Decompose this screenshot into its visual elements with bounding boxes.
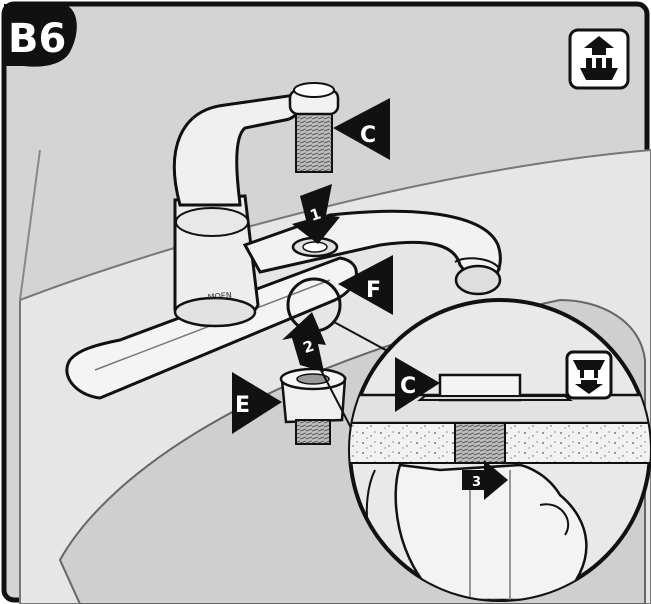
- mounting-nut: [279, 367, 347, 445]
- mounting-hole: [291, 236, 339, 258]
- below-counter-icon: [565, 350, 613, 400]
- callout-e-label: E: [235, 393, 250, 418]
- callout-e: E: [232, 372, 282, 434]
- callout-c-top-label: C: [360, 123, 376, 148]
- callout-f-label: F: [366, 278, 381, 303]
- arrow-step-3: 3: [462, 460, 508, 500]
- callout-c-inset: C: [395, 357, 440, 412]
- callout-c-inset-label: C: [400, 374, 416, 399]
- step-badge: B6: [4, 4, 77, 67]
- threaded-shank: [288, 82, 340, 173]
- arrow-3-label: 3: [472, 475, 481, 490]
- arrow-step-1: 1: [292, 184, 340, 244]
- svg-text:MOEN: MOEN: [207, 291, 232, 302]
- callout-f: F: [338, 255, 393, 315]
- callout-c-top: C: [333, 98, 390, 160]
- step-badge-label: B6: [8, 16, 66, 62]
- above-counter-icon: [568, 28, 630, 90]
- arrow-step-2: 2: [282, 312, 326, 372]
- faucet-body: MOEN: [173, 194, 260, 328]
